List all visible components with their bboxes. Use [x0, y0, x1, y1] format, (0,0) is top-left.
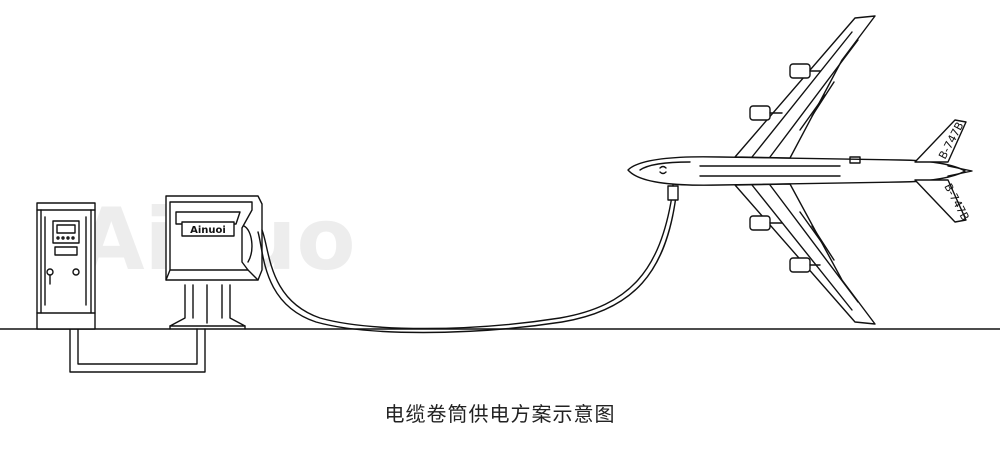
engine-lower-outer	[789, 257, 811, 273]
reel-brand-label: Ainuoi	[190, 225, 226, 236]
power-cabinet	[36, 202, 96, 330]
diagram-caption: 电缆卷筒供电方案示意图	[384, 402, 616, 426]
engine-lower-inner	[749, 215, 771, 231]
indicator-lamp	[72, 268, 80, 276]
engine-upper-outer	[789, 63, 811, 79]
cable-reel-unit	[165, 195, 263, 330]
underground-cable	[69, 328, 206, 373]
supply-cable	[261, 195, 673, 330]
aircraft-plug	[667, 185, 679, 201]
engine-upper-inner	[749, 105, 771, 121]
aircraft-b747	[627, 15, 973, 325]
reel-brand-plate	[181, 221, 235, 237]
